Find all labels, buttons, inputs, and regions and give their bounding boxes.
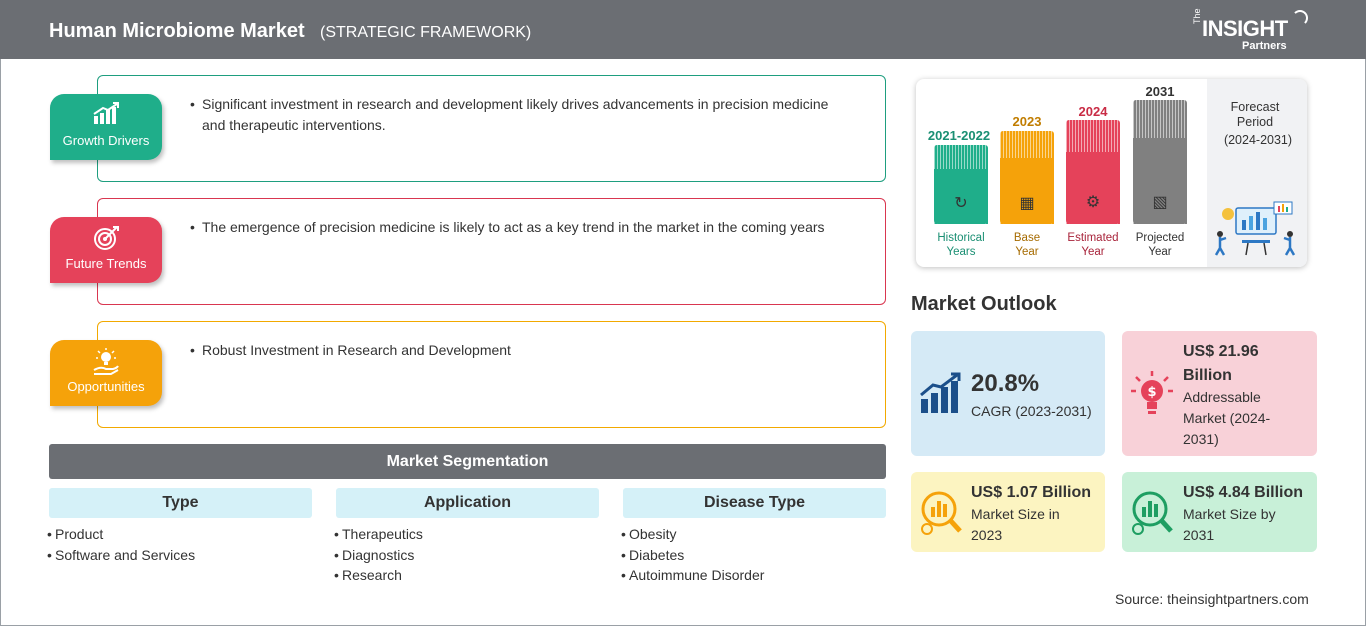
segment-disease-type: Disease Type Obesity Diabetes Autoimmune… [621, 488, 886, 586]
analytics-people-illustration-icon [1212, 200, 1300, 256]
source-link[interactable]: Source: theinsightpartners.com [1115, 591, 1309, 607]
lightbulb-hand-icon [50, 348, 162, 382]
opportunities-label: Opportunities [67, 379, 145, 394]
segment-item: Therapeutics [334, 524, 599, 545]
segment-item: Software and Services [47, 545, 312, 566]
future-trends-box: The emergence of precision medicine is l… [97, 198, 886, 305]
timeline-bar-projected: ▧ [1133, 100, 1187, 224]
growth-drivers-box: Significant investment in research and d… [97, 75, 886, 182]
opportunities-badge: Opportunities [50, 340, 162, 406]
logo-insight: INSIGHT [1202, 16, 1288, 41]
future-trends-label: Future Trends [65, 256, 147, 271]
page-subtitle: (STRATEGIC FRAMEWORK) [320, 24, 532, 41]
opportunities-box: Robust Investment in Research and Develo… [97, 321, 886, 428]
market-size-2031-value: US$ 4.84 Billion [1183, 484, 1304, 501]
gears-chart-icon: ⚙ [1085, 194, 1101, 211]
market-size-2023-value: US$ 1.07 Billion [971, 484, 1092, 501]
segment-item: Research [334, 565, 599, 586]
calendar-icon: ▦ [1019, 195, 1035, 212]
segment-item: Autoimmune Disorder [621, 565, 886, 586]
cagr-value: 20.8% [971, 370, 1040, 397]
page-title: Human Microbiome Market [49, 20, 305, 42]
logo-the: The [1192, 8, 1202, 24]
segment-header: Application [336, 488, 599, 518]
segmentation-title: Market Segmentation [49, 444, 886, 479]
cagr-card: 20.8% CAGR (2023-2031) [911, 331, 1105, 456]
segment-item: Diagnostics [334, 545, 599, 566]
segment-header: Type [49, 488, 312, 518]
future-trends-text: The emergence of precision medicine is l… [188, 217, 838, 238]
svg-text:$: $ [1147, 385, 1156, 400]
growth-drivers-text: Significant investment in research and d… [188, 94, 838, 136]
target-icon [50, 225, 162, 257]
timeline-year-base: 2023 [1012, 114, 1042, 129]
timeline-bar-historical: ↻ [934, 145, 988, 224]
timeline-year-estimated: 2024 [1078, 104, 1108, 119]
timeline-bar-estimated: ⚙ [1066, 120, 1120, 224]
money-bulb-icon: $ [1130, 371, 1174, 424]
segment-application: Application Therapeutics Diagnostics Res… [334, 488, 599, 586]
growth-chart-icon [50, 102, 162, 132]
company-logo[interactable]: The INSIGHT Partners [1192, 8, 1312, 54]
logo-partners: Partners [1242, 40, 1287, 52]
forecast-range: (2024-2031) [1223, 133, 1293, 147]
cagr-label: CAGR (2023-2031) [971, 403, 1092, 419]
header-bar: Human Microbiome Market (STRATEGIC FRAME… [0, 0, 1366, 59]
logo-arc-icon [1292, 10, 1308, 26]
market-outlook-title: Market Outlook [911, 293, 1057, 315]
segment-item: Product [47, 524, 312, 545]
coin-analysis-icon [919, 489, 963, 540]
growth-drivers-label: Growth Drivers [62, 133, 150, 148]
segment-header: Disease Type [623, 488, 886, 518]
segment-item: Obesity [621, 524, 886, 545]
future-trends-badge: Future Trends [50, 217, 162, 283]
growth-drivers-badge: Growth Drivers [50, 94, 162, 160]
segment-type: Type Product Software and Services [47, 488, 312, 566]
presentation-board-icon: ▧ [1152, 194, 1168, 211]
opportunities-text: Robust Investment in Research and Develo… [188, 340, 838, 361]
timeline-bar-base: ▦ [1000, 131, 1054, 224]
timeline-year-historical: 2021-2022 [927, 128, 991, 143]
segment-item: Diabetes [621, 545, 886, 566]
history-clock-icon: ↻ [954, 195, 968, 212]
timeline-year-projected: 2031 [1145, 84, 1175, 99]
growth-bars-icon [919, 371, 963, 420]
growth-analysis-icon [1130, 489, 1174, 540]
